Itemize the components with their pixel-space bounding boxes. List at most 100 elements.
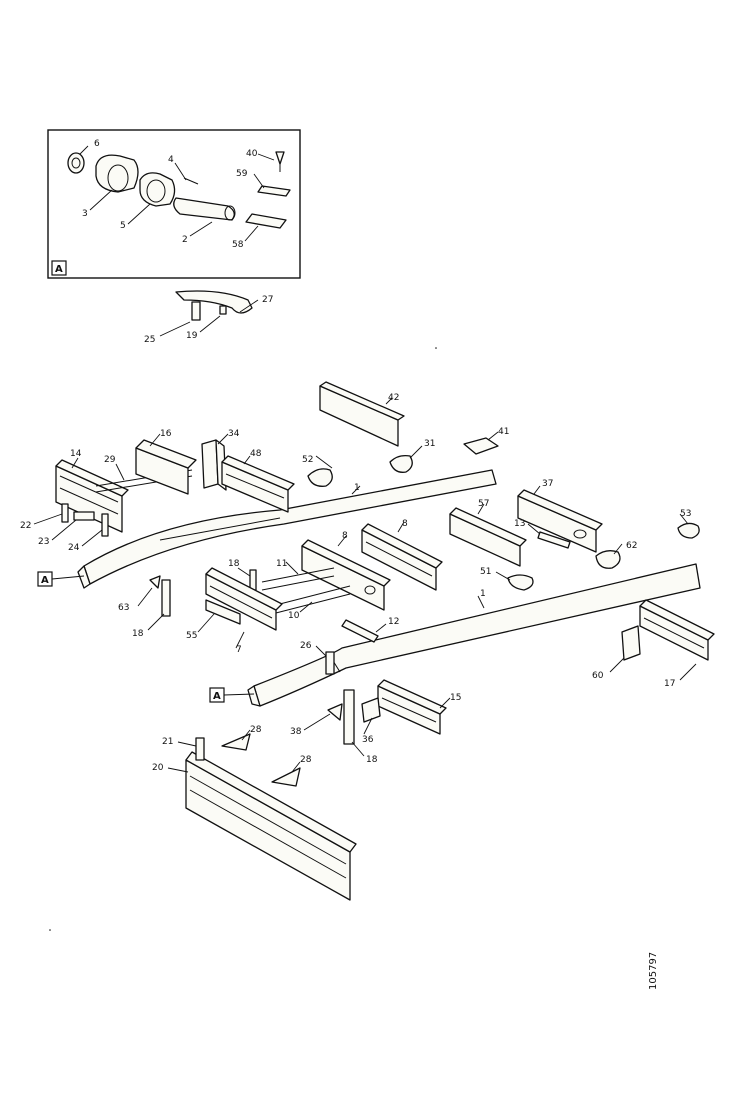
callout-14: 14 <box>70 449 82 459</box>
callout-37: 37 <box>542 479 553 489</box>
part-38 <box>327 703 343 721</box>
callout-19: 19 <box>186 331 198 341</box>
callout-2: 2 <box>182 235 188 245</box>
callout-16: 16 <box>160 429 172 439</box>
inset-detail: A 6 3 5 4 2 40 59 <box>47 129 301 279</box>
callout-59: 59 <box>236 169 248 179</box>
washer-53 <box>677 522 700 539</box>
svg-text:A: A <box>213 691 221 702</box>
callout-18b: 18 <box>132 629 144 639</box>
part-18b <box>161 579 171 617</box>
chassis-frame: 42 1 1 14 29 22 23 24 <box>20 381 715 901</box>
callout-53: 53 <box>680 509 691 519</box>
callout-5: 5 <box>120 221 126 231</box>
svg-text:A: A <box>41 575 49 586</box>
callout-31: 31 <box>424 439 435 449</box>
plate-58 <box>245 213 287 229</box>
plate-23 <box>73 511 95 521</box>
callout-24: 24 <box>68 543 80 553</box>
callout-60: 60 <box>592 671 604 681</box>
tube-11 <box>261 567 335 583</box>
callout-34: 34 <box>228 429 240 439</box>
gusset-28a <box>221 733 251 751</box>
callout-1b: 1 <box>480 589 486 599</box>
bracket-60 <box>621 625 641 661</box>
callout-12: 12 <box>388 617 399 627</box>
side-member-lower <box>253 563 701 707</box>
callout-15: 15 <box>450 693 461 703</box>
callout-1a: 1 <box>354 483 360 493</box>
callout-23: 23 <box>38 537 49 547</box>
callout-8b: 8 <box>342 531 348 541</box>
tube-10 <box>271 585 351 607</box>
bracket-21 <box>195 737 205 761</box>
callout-40: 40 <box>246 149 258 159</box>
small-bolt <box>183 177 199 185</box>
side-member-upper <box>83 469 497 585</box>
grease-nipple <box>275 151 285 165</box>
part-63 <box>149 575 161 589</box>
callout-4: 4 <box>168 155 174 165</box>
inset-ref-label: A <box>55 264 63 275</box>
callout-17: 17 <box>664 679 675 689</box>
callout-28a: 28 <box>250 725 262 735</box>
bracket-34 <box>201 439 219 489</box>
gusset-28b <box>271 767 301 787</box>
callout-62: 62 <box>626 541 637 551</box>
part-13 <box>537 531 571 549</box>
callout-11: 11 <box>276 559 287 569</box>
callout-10: 10 <box>288 611 300 621</box>
ref-marks: A A <box>37 571 255 703</box>
mount-52 <box>307 468 333 487</box>
callout-25: 25 <box>144 335 155 345</box>
part-12 <box>341 619 379 643</box>
callout-38: 38 <box>290 727 302 737</box>
spring-hanger-group: 27 25 19 <box>144 290 273 345</box>
callout-26: 26 <box>300 641 312 651</box>
callout-58: 58 <box>232 240 244 250</box>
plate-59 <box>257 185 291 197</box>
callout-41: 41 <box>498 427 509 437</box>
mount-62 <box>595 550 621 569</box>
hanger-bracket <box>191 301 201 321</box>
mount-51 <box>507 574 534 591</box>
part-18c <box>343 689 355 745</box>
callout-48: 48 <box>250 449 262 459</box>
inset-ref-box <box>51 260 67 276</box>
cross-member-42 <box>319 385 399 447</box>
callout-29: 29 <box>104 455 116 465</box>
mount-31 <box>389 454 413 473</box>
callout-18a: 18 <box>228 559 240 569</box>
callout-27: 27 <box>262 295 273 305</box>
callout-55: 55 <box>186 631 197 641</box>
callout-28b: 28 <box>300 755 312 765</box>
spring-hanger <box>175 290 253 314</box>
callout-52a: 52 <box>302 455 313 465</box>
callout-8a: 8 <box>402 519 408 529</box>
callout-6: 6 <box>94 139 100 149</box>
callout-21: 21 <box>162 737 173 747</box>
callout-3: 3 <box>82 209 88 219</box>
callout-36: 36 <box>362 735 374 745</box>
callout-18c: 18 <box>366 755 378 765</box>
callout-22: 22 <box>20 521 31 531</box>
callout-20: 20 <box>152 763 164 773</box>
bracket-22 <box>61 503 69 523</box>
callout-13: 13 <box>514 519 525 529</box>
bracket-24 <box>101 513 109 537</box>
plate-41 <box>463 437 499 455</box>
bracket-26 <box>325 651 335 675</box>
part-55 <box>205 599 241 625</box>
seal-ring <box>67 152 85 174</box>
callout-57: 57 <box>478 499 489 509</box>
part-36 <box>361 697 381 723</box>
callout-42: 42 <box>388 393 399 403</box>
large-bushing <box>95 154 139 193</box>
callout-51: 51 <box>480 567 491 577</box>
document-number: 105797 <box>648 952 659 990</box>
hanger-bolt <box>219 305 227 315</box>
part-18a <box>249 569 257 591</box>
callout-63: 63 <box>118 603 129 613</box>
